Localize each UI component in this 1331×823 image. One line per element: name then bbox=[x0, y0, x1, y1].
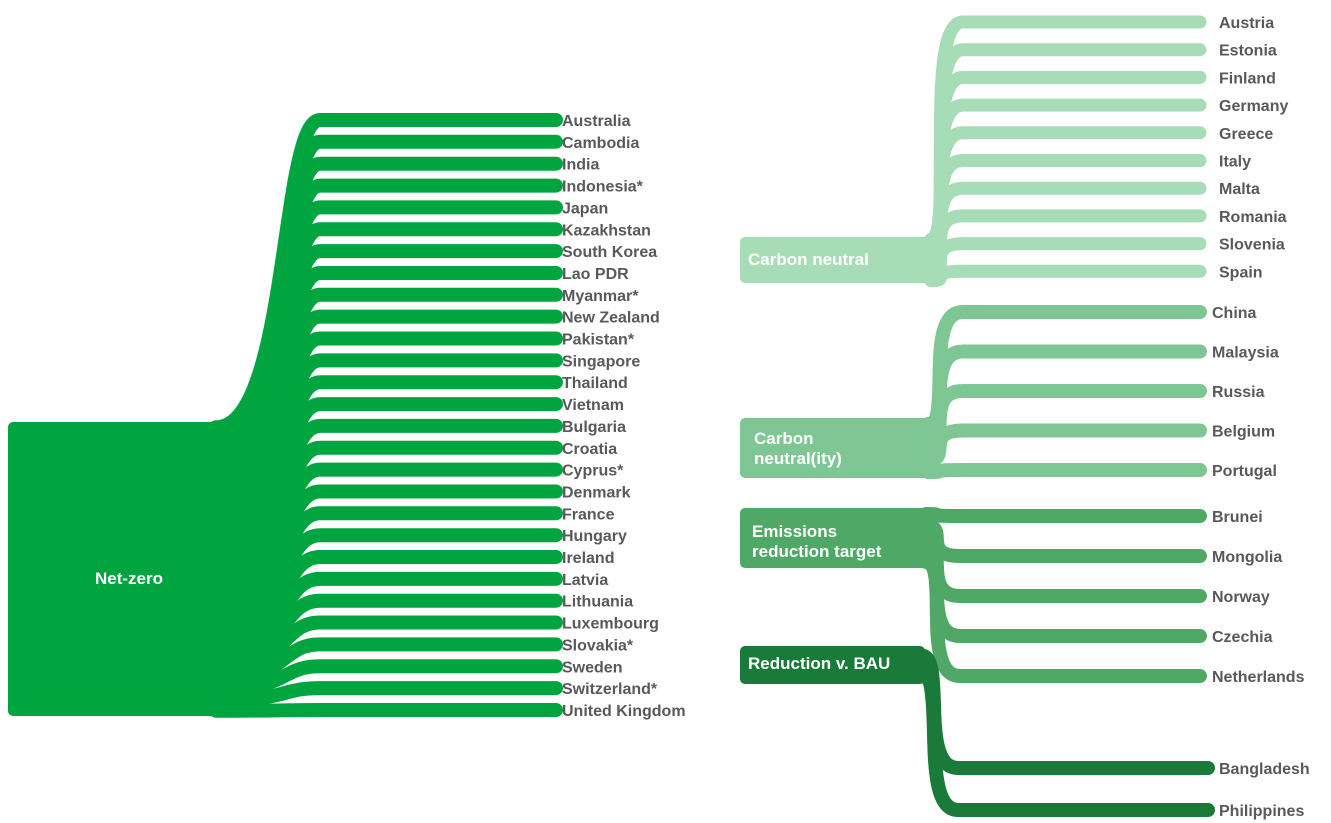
flow-strand bbox=[924, 181, 1207, 274]
category-box bbox=[740, 646, 925, 684]
country-label: Ireland bbox=[562, 550, 614, 567]
category-label: Reduction v. BAU bbox=[748, 654, 890, 673]
country-label: United Kingdom bbox=[562, 703, 686, 720]
category-label: Net-zero bbox=[95, 569, 163, 588]
country-label: South Korea bbox=[562, 244, 657, 261]
country-label: Italy bbox=[1219, 154, 1251, 171]
country-label: Romania bbox=[1219, 209, 1287, 226]
country-label: Finland bbox=[1219, 70, 1276, 87]
flow-strand bbox=[914, 667, 1215, 817]
flow-strand bbox=[209, 550, 563, 645]
category-label: Carbon neutral bbox=[748, 250, 869, 269]
country-label: Germany bbox=[1219, 98, 1288, 115]
flow-strand bbox=[209, 506, 563, 624]
country-label: Mongolia bbox=[1212, 549, 1282, 566]
country-label: Russia bbox=[1212, 384, 1265, 401]
country-label: Vietnam bbox=[562, 397, 624, 414]
country-label: Cambodia bbox=[562, 135, 639, 152]
country-label: Spain bbox=[1219, 264, 1263, 281]
flow-strand bbox=[209, 593, 563, 666]
country-label: New Zealand bbox=[562, 310, 660, 327]
group-net-zero: Net-zero AustraliaCambodiaIndiaIndonesia*… bbox=[8, 113, 686, 720]
category-label: Carbon bbox=[754, 429, 814, 448]
flow-strand bbox=[209, 571, 563, 655]
flow-strand bbox=[209, 637, 563, 687]
flow-strand bbox=[921, 423, 1207, 467]
country-label: Bangladesh bbox=[1219, 761, 1310, 778]
flow-strand bbox=[919, 507, 1207, 523]
country-label: Slovenia bbox=[1219, 237, 1285, 254]
country-label: Indonesia* bbox=[562, 179, 644, 196]
country-label: Switzerland* bbox=[562, 681, 658, 698]
country-label: Lithuania bbox=[562, 594, 633, 611]
category-label: neutral(ity) bbox=[754, 449, 842, 468]
country-label: Greece bbox=[1219, 126, 1273, 143]
country-label: Cyprus* bbox=[562, 463, 624, 480]
flow-strand bbox=[919, 555, 1207, 683]
category-box bbox=[740, 508, 930, 568]
country-label: Estonia bbox=[1219, 43, 1277, 60]
flow-strand bbox=[209, 659, 563, 697]
flow-strand bbox=[209, 615, 563, 676]
category-label: Emissions bbox=[752, 522, 837, 541]
country-label: Singapore bbox=[562, 353, 640, 370]
country-label: Malta bbox=[1219, 181, 1260, 198]
country-label: Luxembourg bbox=[562, 616, 659, 633]
flow-strand bbox=[921, 305, 1207, 431]
country-label: Japan bbox=[562, 200, 608, 217]
flow-strand bbox=[209, 528, 563, 634]
country-label: Lao PDR bbox=[562, 266, 629, 283]
country-label: Slovakia* bbox=[562, 637, 634, 654]
country-label: Denmark bbox=[562, 485, 631, 502]
country-label: Kazakhstan bbox=[562, 222, 651, 239]
country-label: Brunei bbox=[1212, 509, 1263, 526]
flow-strand bbox=[919, 531, 1207, 603]
country-label: Latvia bbox=[562, 572, 608, 589]
country-label: Netherlands bbox=[1212, 669, 1305, 686]
flow-strand bbox=[209, 681, 563, 708]
country-label: Malaysia bbox=[1212, 345, 1279, 362]
country-label: Czechia bbox=[1212, 629, 1273, 646]
category-box bbox=[740, 237, 935, 283]
country-label: Sweden bbox=[562, 659, 622, 676]
country-label: Norway bbox=[1212, 589, 1270, 606]
flow-strand bbox=[209, 703, 563, 718]
country-label: Thailand bbox=[562, 375, 628, 392]
country-label: Portugal bbox=[1212, 463, 1277, 480]
country-label: Austria bbox=[1219, 15, 1274, 32]
country-label: Belgium bbox=[1212, 424, 1275, 441]
country-label: France bbox=[562, 506, 615, 523]
flow-strand bbox=[921, 463, 1207, 479]
country-label: China bbox=[1212, 305, 1257, 322]
category-box bbox=[8, 422, 220, 716]
group-carbon-neutral: Carbon neutral AustriaEstoniaFinlandGerma… bbox=[740, 15, 1288, 288]
flow-strand bbox=[919, 519, 1207, 563]
flow-strand bbox=[924, 264, 1207, 288]
flow-strand bbox=[921, 384, 1207, 455]
country-label: Philippines bbox=[1219, 803, 1304, 820]
country-label: Pakistan* bbox=[562, 332, 635, 349]
country-label: Bulgaria bbox=[562, 419, 626, 436]
category-label: reduction target bbox=[752, 542, 882, 561]
country-label: Croatia bbox=[562, 441, 617, 458]
country-label: Hungary bbox=[562, 528, 627, 545]
country-label: Myanmar* bbox=[562, 288, 639, 305]
country-label: India bbox=[562, 157, 599, 174]
country-label: Australia bbox=[562, 113, 631, 130]
category-box bbox=[740, 418, 932, 478]
